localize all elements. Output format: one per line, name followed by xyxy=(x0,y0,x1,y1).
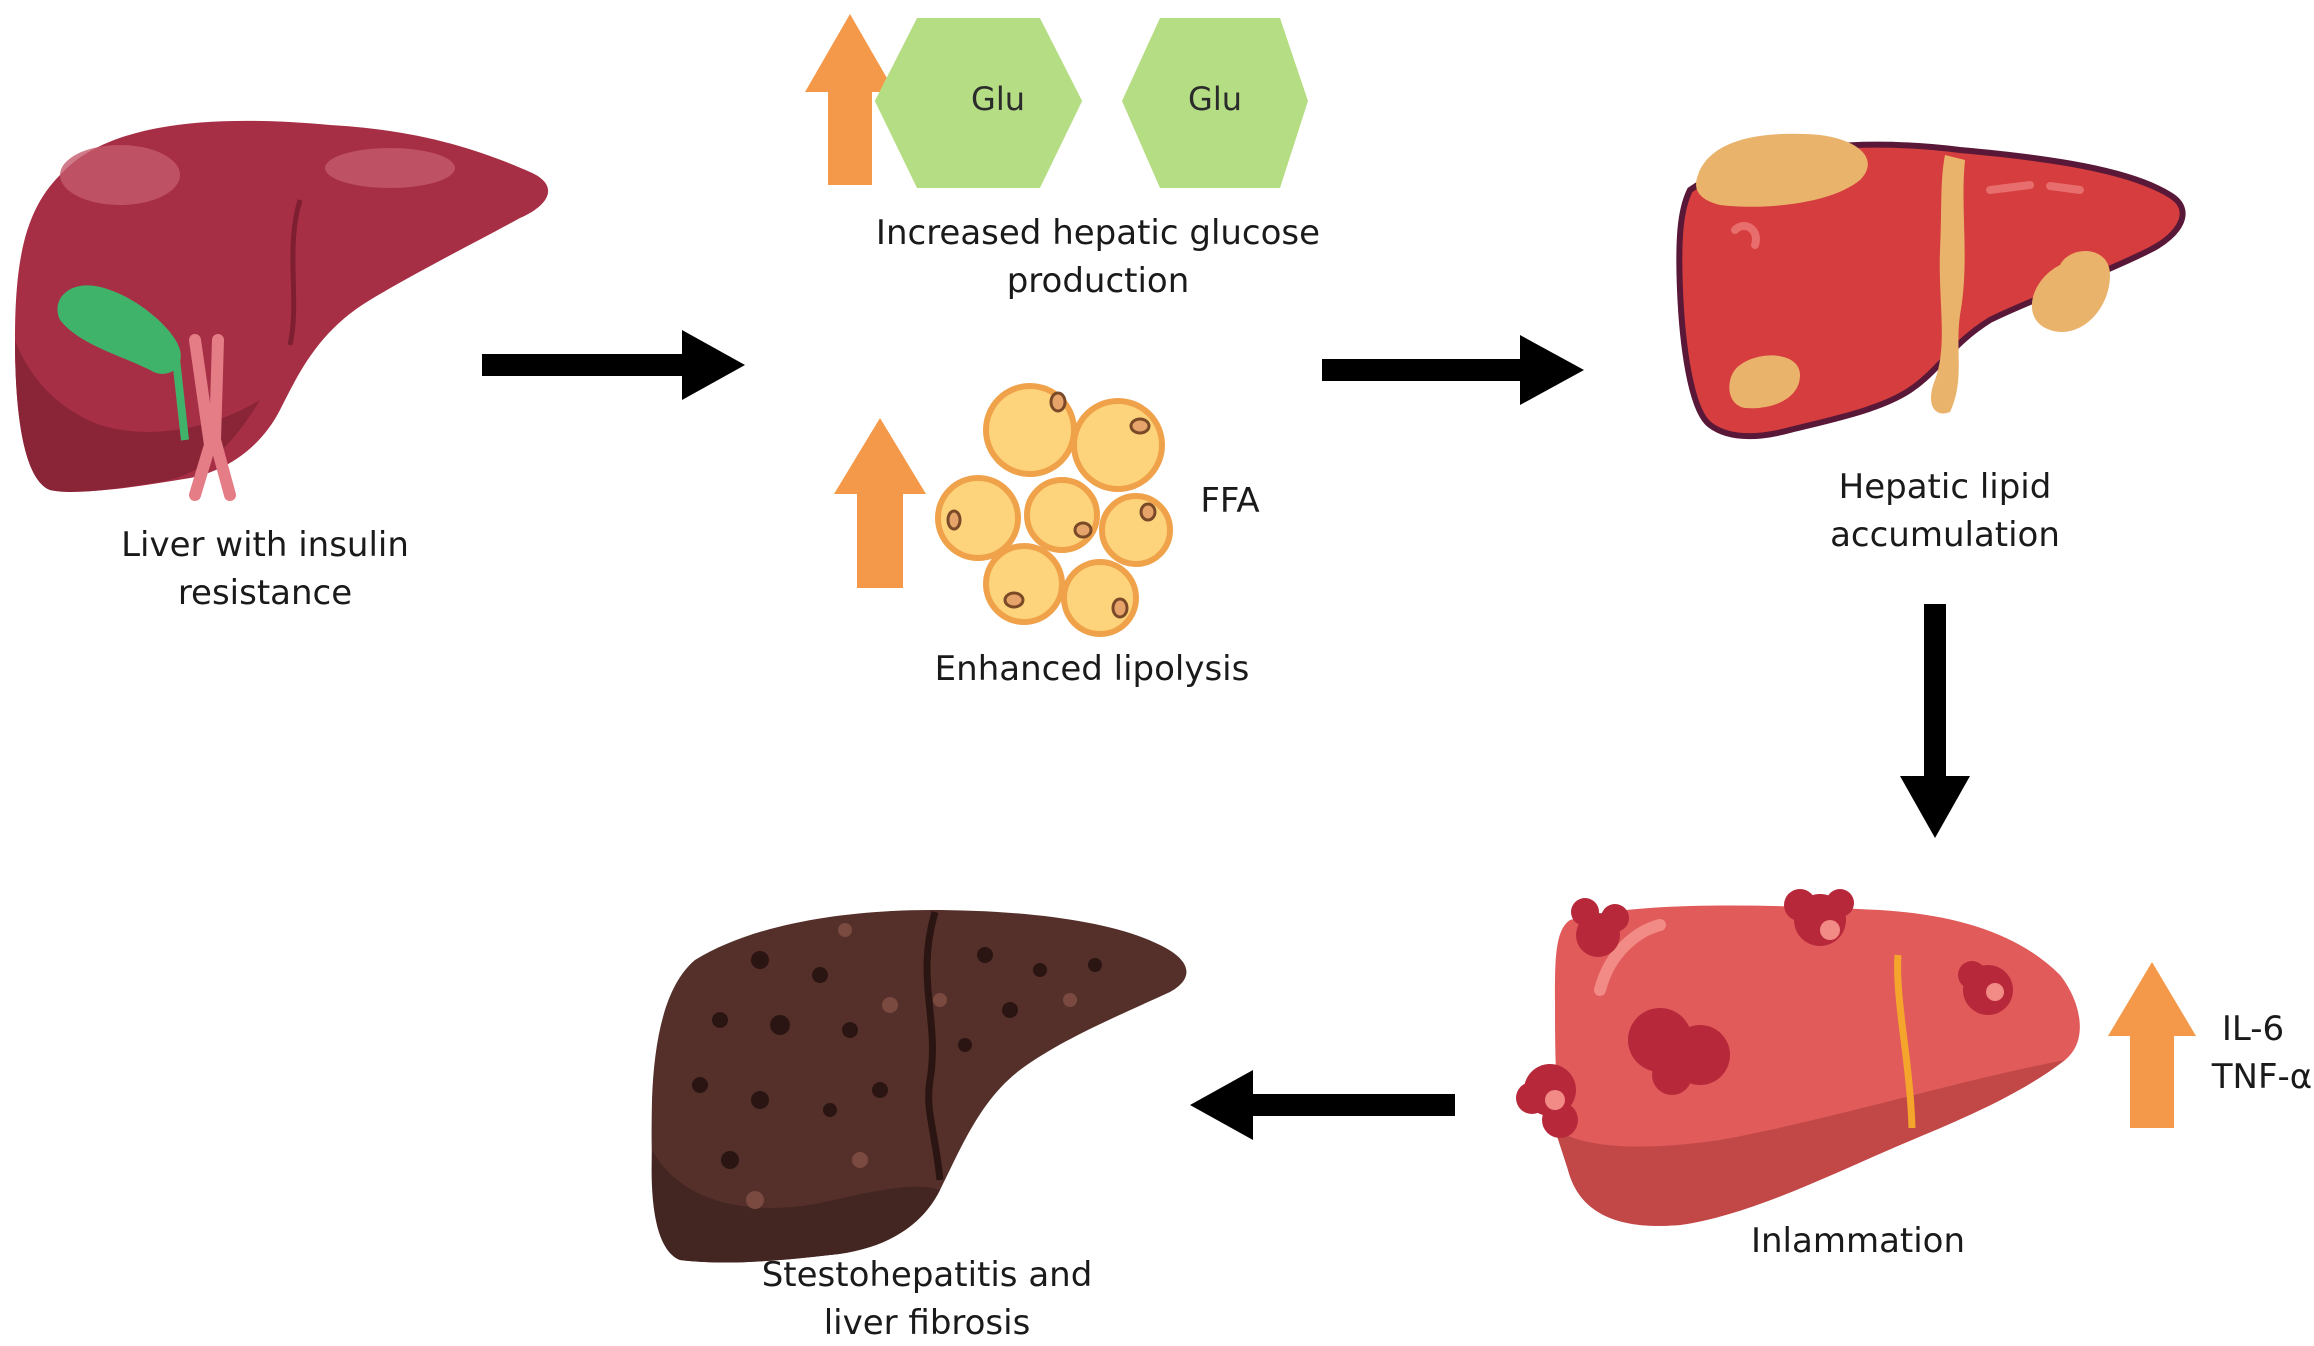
liver-insulin-resistance-icon xyxy=(15,120,549,501)
up-arrow-icon xyxy=(805,14,895,185)
liver-insulin-label-line2: resistance xyxy=(178,573,352,613)
up-arrow-icon xyxy=(2108,962,2196,1128)
glucose-hexagon-icon xyxy=(1122,18,1308,188)
cytokine-il6-label: IL-6 xyxy=(2222,1009,2284,1049)
ffa-label: FFA xyxy=(1200,481,1259,521)
fibrotic-liver-icon xyxy=(651,910,1187,1263)
cytokine-tnf-label: TNF-α xyxy=(2211,1057,2312,1097)
glucose-label-line1: Increased hepatic glucose xyxy=(876,213,1320,253)
liver-insulin-label-line1: Liver with insulin xyxy=(121,525,409,565)
lipid-accumulation-label-line1: Hepatic lipid xyxy=(1839,467,2052,507)
lipid-accumulation-label-line2: accumulation xyxy=(1830,515,2060,555)
left-arrow-icon xyxy=(1190,1070,1455,1140)
down-arrow-icon xyxy=(1900,604,1970,838)
fat-cell-nuclei xyxy=(946,391,1157,619)
inflammation-label: Inlammation xyxy=(1751,1221,1965,1261)
glucose-hex-label-2: Glu xyxy=(1188,80,1242,118)
glucose-label-line2: production xyxy=(1007,261,1190,301)
right-arrow-icon xyxy=(1322,335,1584,405)
fibrosis-label-line1: Stestohepatitis and xyxy=(762,1255,1093,1295)
glucose-hex-label-1: Glu xyxy=(971,80,1025,118)
fatty-liver-icon xyxy=(1676,133,2186,440)
lipolysis-label: Enhanced lipolysis xyxy=(935,649,1250,689)
right-arrow-icon xyxy=(482,330,745,400)
fibrosis-label-line2: liver fibrosis xyxy=(824,1303,1031,1343)
glucose-hexagon-icon xyxy=(874,18,1083,188)
inflamed-liver-icon xyxy=(1516,889,2080,1226)
up-arrow-icon xyxy=(834,418,926,588)
